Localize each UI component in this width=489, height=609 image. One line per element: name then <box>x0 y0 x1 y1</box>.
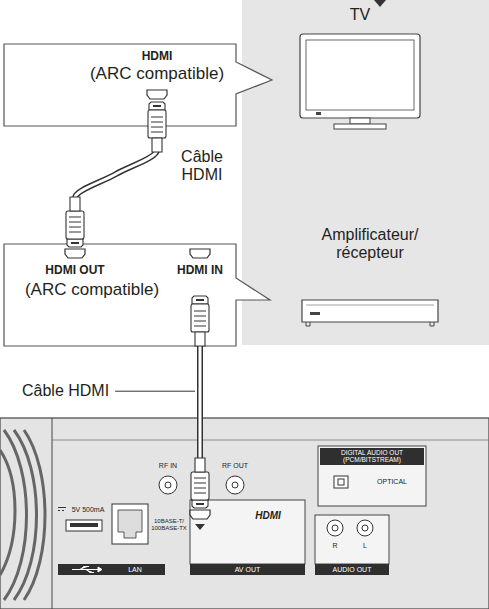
recorder-illustration <box>0 418 489 609</box>
device-label: TV <box>330 6 390 24</box>
optical-core <box>338 479 344 485</box>
port-marker <box>195 524 205 530</box>
cable-outline <box>197 346 203 418</box>
callout-bubble <box>4 244 270 346</box>
hdmi-port <box>190 249 210 258</box>
port-label: OPTICAL <box>367 478 417 486</box>
av-out-area <box>190 500 305 564</box>
cable-label: Câble HDMI <box>170 148 234 185</box>
amplifier-feet <box>306 322 434 326</box>
tv-led <box>316 112 321 115</box>
device-label: Amplificateur/ récepteur <box>295 226 445 263</box>
hdmi-plug <box>191 458 209 508</box>
pointer-tip <box>374 0 386 7</box>
grill-slot <box>0 450 15 575</box>
port-spec-label: 10BASE-T/ 100BASE-TX <box>150 518 188 532</box>
channel-label: R <box>329 542 341 550</box>
connector-label: HDMI OUT <box>30 264 120 278</box>
hdmi-port <box>147 90 167 99</box>
audio-out-area <box>315 515 389 564</box>
usb-port <box>66 520 102 531</box>
cable-core <box>199 346 202 418</box>
port-label: RF OUT <box>215 462 255 470</box>
audio-l-port <box>357 520 373 536</box>
lan-socket <box>118 510 142 538</box>
connector-label: HDMI <box>122 50 192 64</box>
tv-neck <box>350 118 370 124</box>
cable-core <box>75 126 157 244</box>
cable-core <box>199 418 202 460</box>
port-bar-label: AV OUT <box>190 564 305 575</box>
audio-r-port <box>327 520 343 536</box>
channel-label: L <box>359 542 371 550</box>
usb-bar <box>58 564 112 575</box>
hdmi-port <box>190 510 210 519</box>
tv-device: TV <box>295 4 425 134</box>
grill-slot <box>24 430 45 600</box>
amplifier-device: Amplificateur/ récepteur <box>280 222 460 328</box>
usb-tongue <box>70 523 98 527</box>
hdmi-port <box>65 249 85 258</box>
device-panel <box>242 0 489 345</box>
tv-illustration <box>300 34 420 129</box>
port-label: RF IN <box>148 462 188 470</box>
note-label: (ARC compatible) <box>52 64 262 84</box>
usb-symbol <box>72 567 102 573</box>
hdmi-plug <box>66 197 84 247</box>
audio-r-core <box>332 525 338 531</box>
cable-outline <box>197 418 203 460</box>
digital-audio-area <box>318 446 426 506</box>
note-label: (ARC compatible) <box>7 280 177 300</box>
callout-bubble <box>4 44 272 126</box>
rating-label: 5V 500mA <box>66 506 110 514</box>
amplifier-display <box>310 312 320 315</box>
rf-out-port <box>226 476 244 494</box>
connector-label: HDMI IN <box>168 264 232 278</box>
hdmi-logo: HDMI <box>243 510 293 522</box>
cable-label: Câble HDMI <box>20 382 111 400</box>
rf-in-port <box>159 476 177 494</box>
recorder-rear-panel: RF IN RF OUT DIGITAL AUDIO OUT (PCM/BITSTR… <box>0 418 489 609</box>
rf-in-core <box>165 482 171 488</box>
tv-frame <box>300 34 420 118</box>
amplifier-illustration <box>302 300 438 326</box>
lan-port <box>112 504 148 544</box>
rf-out-core <box>232 482 238 488</box>
callout-box: HDMI(ARC compatible) <box>4 44 264 126</box>
cable-outline <box>75 126 157 244</box>
amplifier-trim <box>306 305 434 306</box>
hdmi-cable <box>200 346 201 418</box>
audio-l-core <box>362 525 368 531</box>
hdmi-cable <box>75 126 157 244</box>
tv-base <box>334 124 386 129</box>
hdmi-plug <box>191 296 209 346</box>
panel-line <box>52 440 489 441</box>
hdmi-plug <box>148 102 166 152</box>
port-group-label: DIGITAL AUDIO OUT (PCM/BITSTREAM) <box>320 448 424 465</box>
grill-slot <box>14 430 37 600</box>
recorder-body <box>0 418 489 609</box>
callout-box: HDMI OUT (ARC compatible) HDMI IN <box>4 244 236 346</box>
grill-edge <box>52 418 53 609</box>
dc-symbol <box>58 508 66 511</box>
amplifier-body <box>302 300 438 322</box>
port-bar-label: AUDIO OUT <box>315 564 389 575</box>
leader-line <box>115 391 195 392</box>
tv-screen <box>306 40 414 110</box>
optical-port <box>334 476 348 488</box>
port-bar-label: LAN <box>105 564 165 575</box>
